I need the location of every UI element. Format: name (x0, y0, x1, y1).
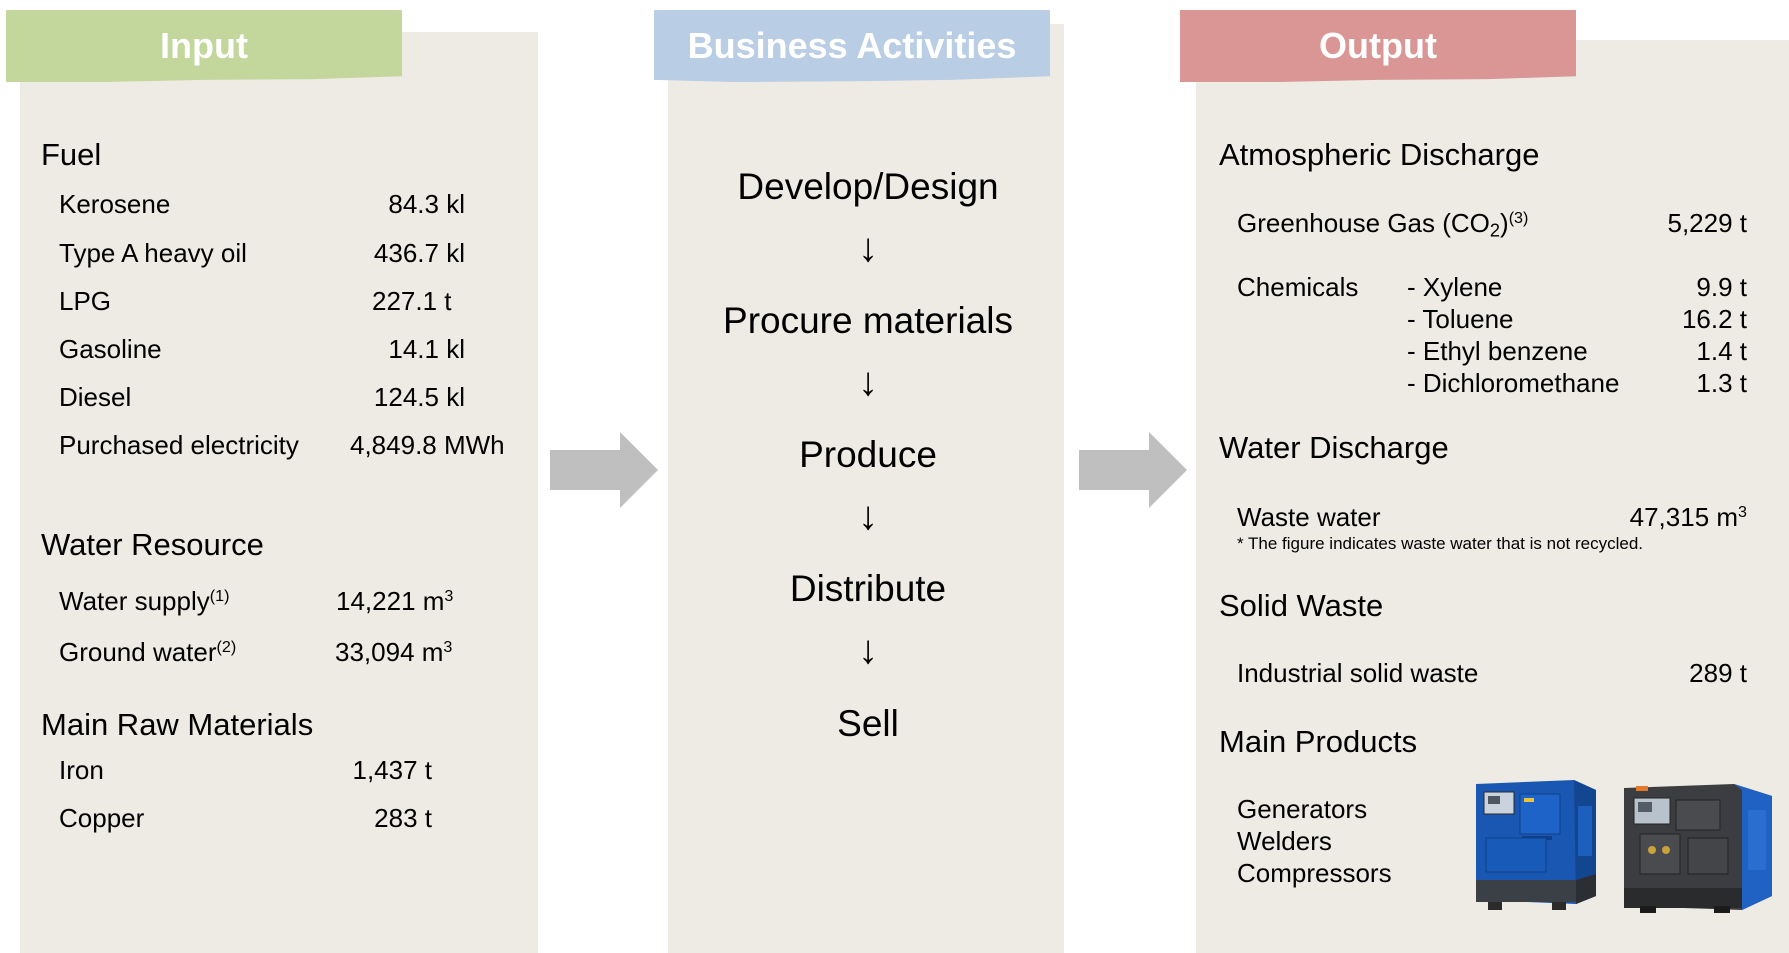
fuel-value-gasoline: 14.1 kl (388, 334, 465, 364)
flow-arrow-2-icon: ↓ (858, 360, 878, 404)
product-welders: Welders (1237, 826, 1332, 856)
step-produce: Produce (799, 434, 937, 475)
input-tab: Input (6, 10, 402, 82)
input-tab-title: Input (160, 25, 248, 66)
flow-arrow-1-icon: ↓ (858, 226, 878, 270)
blue-generator-image (1476, 780, 1596, 910)
fuel-value-electricity: 4,849.8 MWh (350, 430, 505, 460)
water-supply-note: (1) (209, 587, 230, 606)
fuel-value-lpg: 227.1 t (372, 286, 452, 316)
material-label-copper: Copper (59, 803, 145, 833)
solid-waste-label: Industrial solid waste (1237, 658, 1479, 688)
atmospheric-heading: Atmospheric Discharge (1219, 137, 1540, 172)
waste-water-label: Waste water (1237, 502, 1381, 532)
waste-water-value: 47,315 m3 (1629, 502, 1747, 532)
dark-generator-image (1624, 784, 1772, 913)
chemical-name-xylene: - Xylene (1407, 272, 1503, 302)
fuel-label-diesel: Diesel (59, 382, 132, 412)
water-supply-label: Water supply (59, 586, 210, 616)
chemical-value-xylene: 9.9 t (1696, 272, 1747, 302)
chemical-name-ethyl-benzene: - Ethyl benzene (1407, 336, 1588, 366)
water-supply-value: 14,221 m3 (336, 586, 454, 616)
ghg-label: Greenhouse Gas (CO2)(3) (1237, 208, 1529, 241)
fuel-label-lpg: LPG (59, 286, 112, 316)
step-develop-design: Develop/Design (737, 166, 999, 207)
fuel-label-gasoline: Gasoline (59, 334, 162, 364)
solid-waste-heading: Solid Waste (1219, 588, 1384, 623)
business-tab-title: Business Activities (687, 25, 1017, 66)
main-products-heading: Main Products (1219, 724, 1418, 759)
chemicals-label: Chemicals (1237, 272, 1359, 302)
waste-water-note: * The figure indicates waste water that … (1237, 534, 1643, 553)
ground-water-note: (2) (216, 638, 237, 657)
fuel-label-kerosene: Kerosene (59, 189, 171, 219)
business-panel (668, 24, 1064, 953)
input-to-business-arrow-icon (550, 432, 658, 508)
step-sell: Sell (837, 703, 899, 744)
chemical-value-toluene: 16.2 t (1681, 304, 1747, 334)
fuel-label-electricity: Purchased electricity (59, 430, 299, 460)
ghg-note: (3) (1508, 209, 1529, 228)
flow-arrow-3-icon: ↓ (858, 494, 878, 538)
fuel-heading: Fuel (41, 137, 102, 172)
solid-waste-value: 289 t (1689, 658, 1747, 688)
ground-water-value: 33,094 m3 (335, 637, 453, 667)
fuel-value-diesel: 124.5 kl (373, 382, 465, 412)
water-resource-heading: Water Resource (41, 527, 264, 562)
chemical-value-dichloromethane: 1.3 t (1696, 368, 1747, 398)
product-compressors: Compressors (1237, 858, 1392, 888)
output-tab-title: Output (1319, 25, 1437, 66)
water-supply-row: Water supply(1) (59, 586, 229, 617)
flow-arrow-4-icon: ↓ (858, 628, 878, 672)
fuel-value-kerosene: 84.3 kl (388, 189, 465, 219)
ground-water-row: Ground water(2) (59, 637, 236, 668)
material-label-iron: Iron (59, 755, 104, 785)
step-procure-materials: Procure materials (723, 300, 1013, 341)
ghg-value: 5,229 t (1667, 208, 1747, 238)
water-discharge-heading: Water Discharge (1219, 430, 1449, 465)
fuel-label-heavy-oil: Type A heavy oil (59, 238, 247, 268)
fuel-value-heavy-oil: 436.7 kl (373, 238, 465, 268)
business-tab: Business Activities (654, 10, 1050, 82)
business-to-output-arrow-icon (1079, 432, 1187, 508)
chemical-name-toluene: - Toluene (1407, 304, 1514, 334)
step-distribute: Distribute (789, 568, 947, 609)
chemical-name-dichloromethane: - Dichloromethane (1407, 368, 1620, 398)
product-generators: Generators (1237, 794, 1368, 824)
chemical-value-ethyl-benzene: 1.4 t (1696, 336, 1747, 366)
output-tab: Output (1180, 10, 1576, 82)
ground-water-label: Ground water (59, 637, 217, 667)
material-value-copper: 283 t (374, 803, 432, 833)
input-panel (20, 32, 538, 953)
raw-materials-heading: Main Raw Materials (41, 707, 314, 742)
material-value-iron: 1,437 t (352, 755, 432, 785)
